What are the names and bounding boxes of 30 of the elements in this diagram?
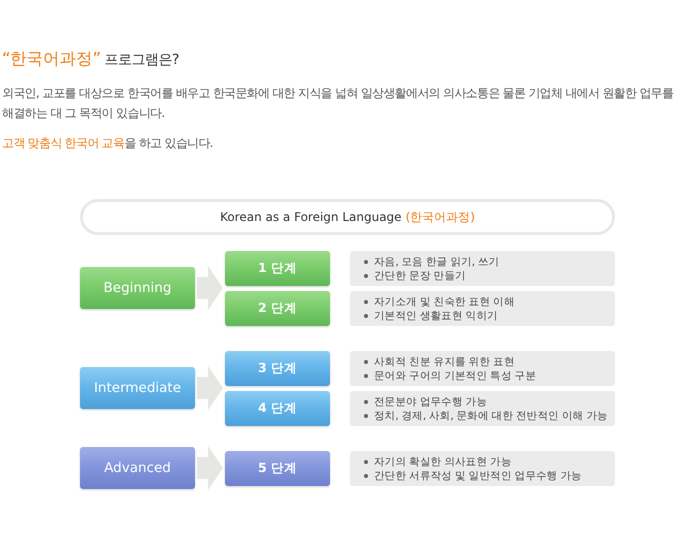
step-box: 1 단계 xyxy=(225,251,330,286)
description-box xyxy=(350,351,615,386)
arrow xyxy=(197,266,223,310)
description-box xyxy=(350,451,615,486)
list-item: 기본적인 생활표현 익히기 xyxy=(374,308,498,322)
title: “한국어과정” 프로그램은? xyxy=(2,48,179,70)
list-item: 사회적 친분 유지를 위한 표현 xyxy=(374,354,515,368)
list-item: 자기소개 및 친숙한 표현 이해 xyxy=(374,294,515,308)
step-box: 4 단계 xyxy=(225,391,330,426)
list-item: 간단한 문장 만들기 xyxy=(374,268,466,282)
paragraph: 고객 맞춤식 한국어 교육을 하고 있습니다. xyxy=(2,135,214,152)
level-box: Beginning xyxy=(80,267,195,309)
paragraph: 외국인, 교포를 대상으로 한국어를 배우고 한국문화에 대한 지식을 넓혀 일상생활에서의 의사소통은 물론 기업체 내에서 원활한 업무를 해결하는 대 그 목적이 있습니다. xyxy=(2,85,674,122)
list-item: 자음, 모음 한글 읽기, 쓰기 xyxy=(374,254,500,268)
level-box: Advanced xyxy=(80,447,195,489)
description-box xyxy=(350,391,615,426)
list-item: 정치, 경제, 사회, 문화에 대한 전반적인 이해 가능 xyxy=(374,408,608,422)
list-item: 문어와 구어의 기본적인 특성 구분 xyxy=(374,368,536,382)
list-item: 전문분야 업무수행 가능 xyxy=(374,394,488,408)
arrow xyxy=(197,366,223,410)
description-box xyxy=(350,291,615,326)
list-item: 자기의 확실한 의사표현 가능 xyxy=(374,454,512,468)
step-box: 3 단계 xyxy=(225,351,330,386)
list-item: 간단한 서류작성 및 일반적인 업무수행 가능 xyxy=(374,468,582,482)
level-box: Intermediate xyxy=(80,367,195,409)
description-box xyxy=(350,251,615,286)
step-box: 2 단계 xyxy=(225,291,330,326)
step-box: 5 단계 xyxy=(225,451,330,486)
course-banner: Korean as a Foreign Language (한국어과정) xyxy=(80,199,615,235)
arrow xyxy=(197,446,223,490)
